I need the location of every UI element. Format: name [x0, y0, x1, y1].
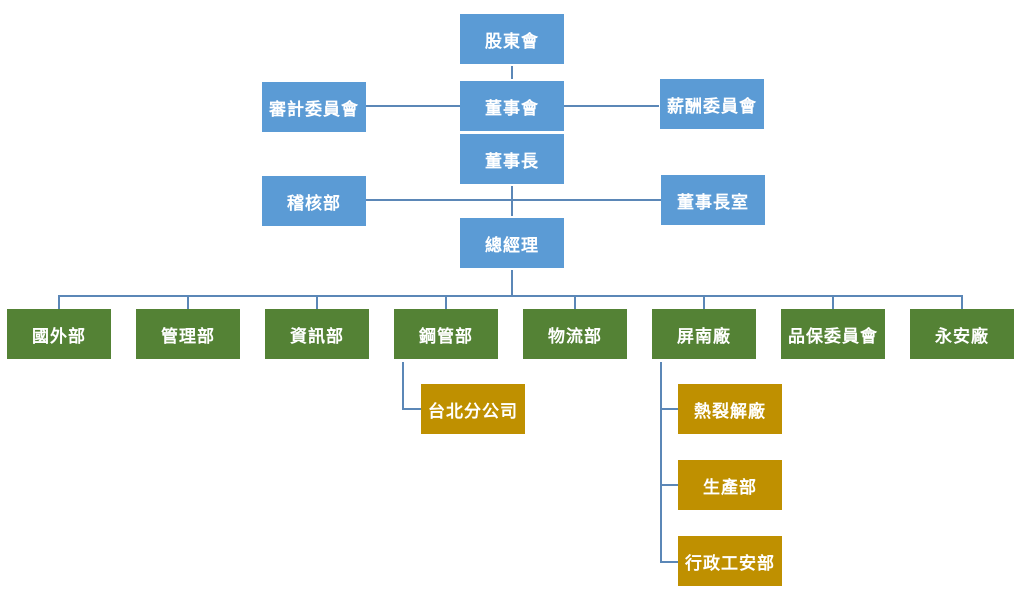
- connector-shareholders-board: [511, 66, 513, 79]
- node-audit-committee: 審計委員會: [262, 82, 366, 132]
- node-department: 永安廠: [910, 309, 1014, 359]
- node-label: 生產部: [703, 477, 757, 498]
- connector-production-dept: [660, 484, 678, 486]
- node-label: 股東會: [485, 31, 539, 52]
- connector-steel-pipe-sub: [402, 362, 404, 409]
- connector-department-bus: [58, 295, 963, 297]
- node-department: 國外部: [7, 309, 111, 359]
- node-taipei-branch: 台北分公司: [421, 384, 525, 434]
- connector-gm-bus: [511, 270, 513, 296]
- connector-admin-safety-dept: [660, 561, 678, 563]
- node-chairman-office: 董事長室: [661, 175, 765, 225]
- connector-dept-1: [187, 295, 189, 309]
- connector-dept-4: [574, 295, 576, 309]
- node-chairman: 董事長: [460, 134, 564, 184]
- node-department: 管理部: [136, 309, 240, 359]
- connector-dept-6: [832, 295, 834, 309]
- node-department: 屏南廠: [652, 309, 756, 359]
- node-label: 品保委員會: [788, 326, 878, 347]
- connector-board-compensation-committee: [564, 105, 659, 107]
- connector-chairman-gm: [511, 186, 513, 216]
- node-label: 鋼管部: [419, 326, 473, 347]
- connector-dept-3: [445, 295, 447, 309]
- node-department: 物流部: [523, 309, 627, 359]
- node-compensation-committee: 薪酬委員會: [660, 79, 764, 129]
- node-label: 物流部: [548, 326, 602, 347]
- node-label: 行政工安部: [685, 553, 775, 574]
- node-general-manager: 總經理: [460, 218, 564, 268]
- connector-pyrolysis-plant: [660, 408, 678, 410]
- node-label: 總經理: [485, 235, 539, 256]
- node-department: 鋼管部: [394, 309, 498, 359]
- node-label: 台北分公司: [428, 401, 518, 422]
- node-admin-safety-dept: 行政工安部: [678, 536, 782, 586]
- node-label: 熱裂解廠: [694, 401, 766, 422]
- connector-taipei-branch: [402, 408, 421, 410]
- node-label: 國外部: [32, 326, 86, 347]
- connector-pingnan-sub: [660, 362, 662, 562]
- node-department: 資訊部: [265, 309, 369, 359]
- node-production-dept: 生產部: [678, 460, 782, 510]
- node-label: 管理部: [161, 326, 215, 347]
- node-label: 薪酬委員會: [667, 96, 757, 117]
- connector-dept-2: [316, 295, 318, 309]
- node-label: 董事長: [485, 151, 539, 172]
- node-label: 稽核部: [287, 193, 341, 214]
- connector-internal-audit-chairman-office: [366, 199, 661, 201]
- node-internal-audit: 稽核部: [262, 176, 366, 226]
- node-label: 資訊部: [290, 326, 344, 347]
- node-shareholders: 股東會: [460, 14, 564, 64]
- node-label: 屏南廠: [677, 326, 731, 347]
- node-pyrolysis-plant: 熱裂解廠: [678, 384, 782, 434]
- connector-dept-0: [58, 295, 60, 309]
- connector-dept-7: [961, 295, 963, 309]
- node-label: 永安廠: [935, 326, 989, 347]
- node-label: 董事長室: [677, 192, 749, 213]
- node-department: 品保委員會: [781, 309, 885, 359]
- node-label: 董事會: [485, 98, 539, 119]
- node-label: 審計委員會: [269, 99, 359, 120]
- connector-dept-5: [703, 295, 705, 309]
- connector-board-audit-committee: [366, 105, 460, 107]
- node-board: 董事會: [460, 81, 564, 131]
